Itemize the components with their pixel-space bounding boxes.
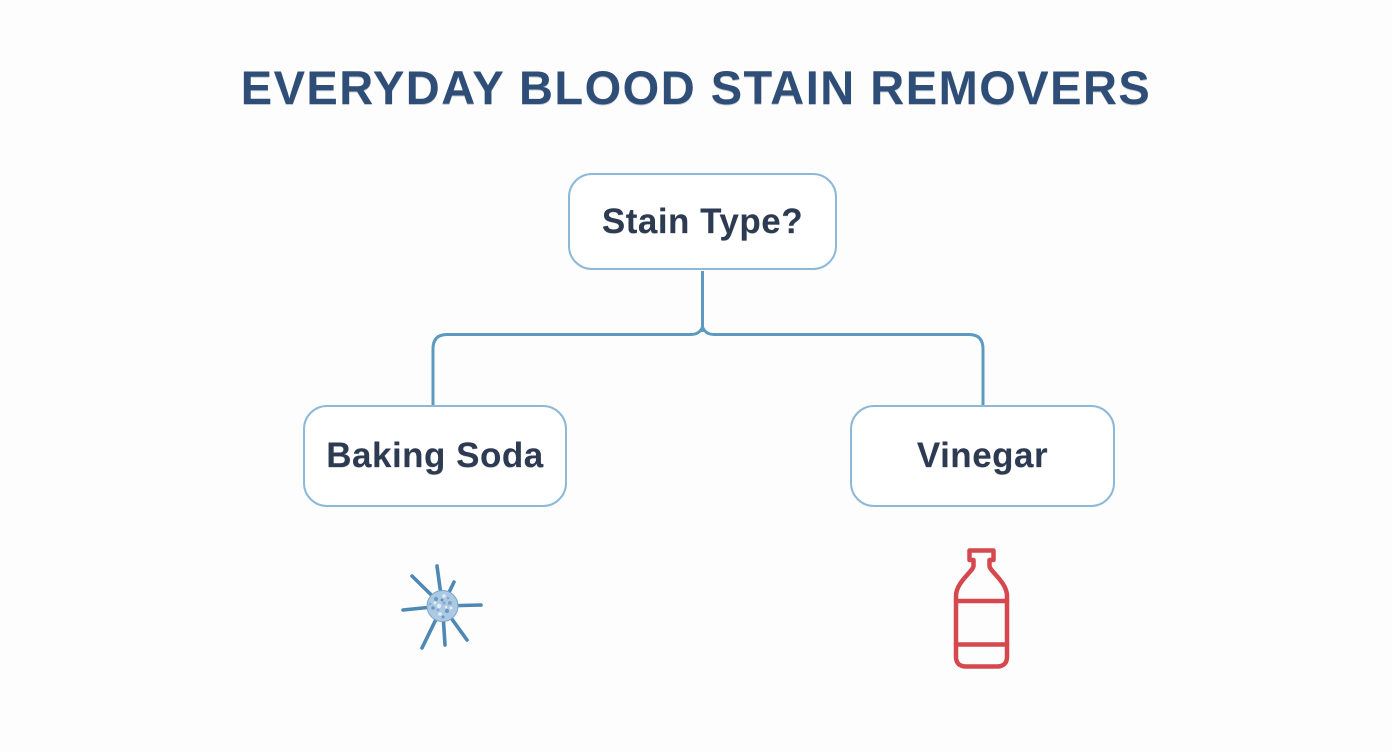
node-label-baking-soda: Baking Soda [326, 436, 544, 475]
node-label-stain-type: Stain Type? [601, 201, 804, 241]
vinegar-bottle-icon [953, 548, 1010, 669]
node-vinegar: Vinegar [850, 405, 1115, 507]
node-stain-type: Stain Type? [568, 173, 837, 270]
node-baking-soda: Baking Soda [303, 405, 567, 507]
node-label-vinegar: Vinegar [916, 436, 1049, 475]
baking-soda-starburst-icon [401, 564, 483, 650]
page-title: EVERYDAY BLOOD STAIN REMOVERS [240, 61, 1152, 114]
